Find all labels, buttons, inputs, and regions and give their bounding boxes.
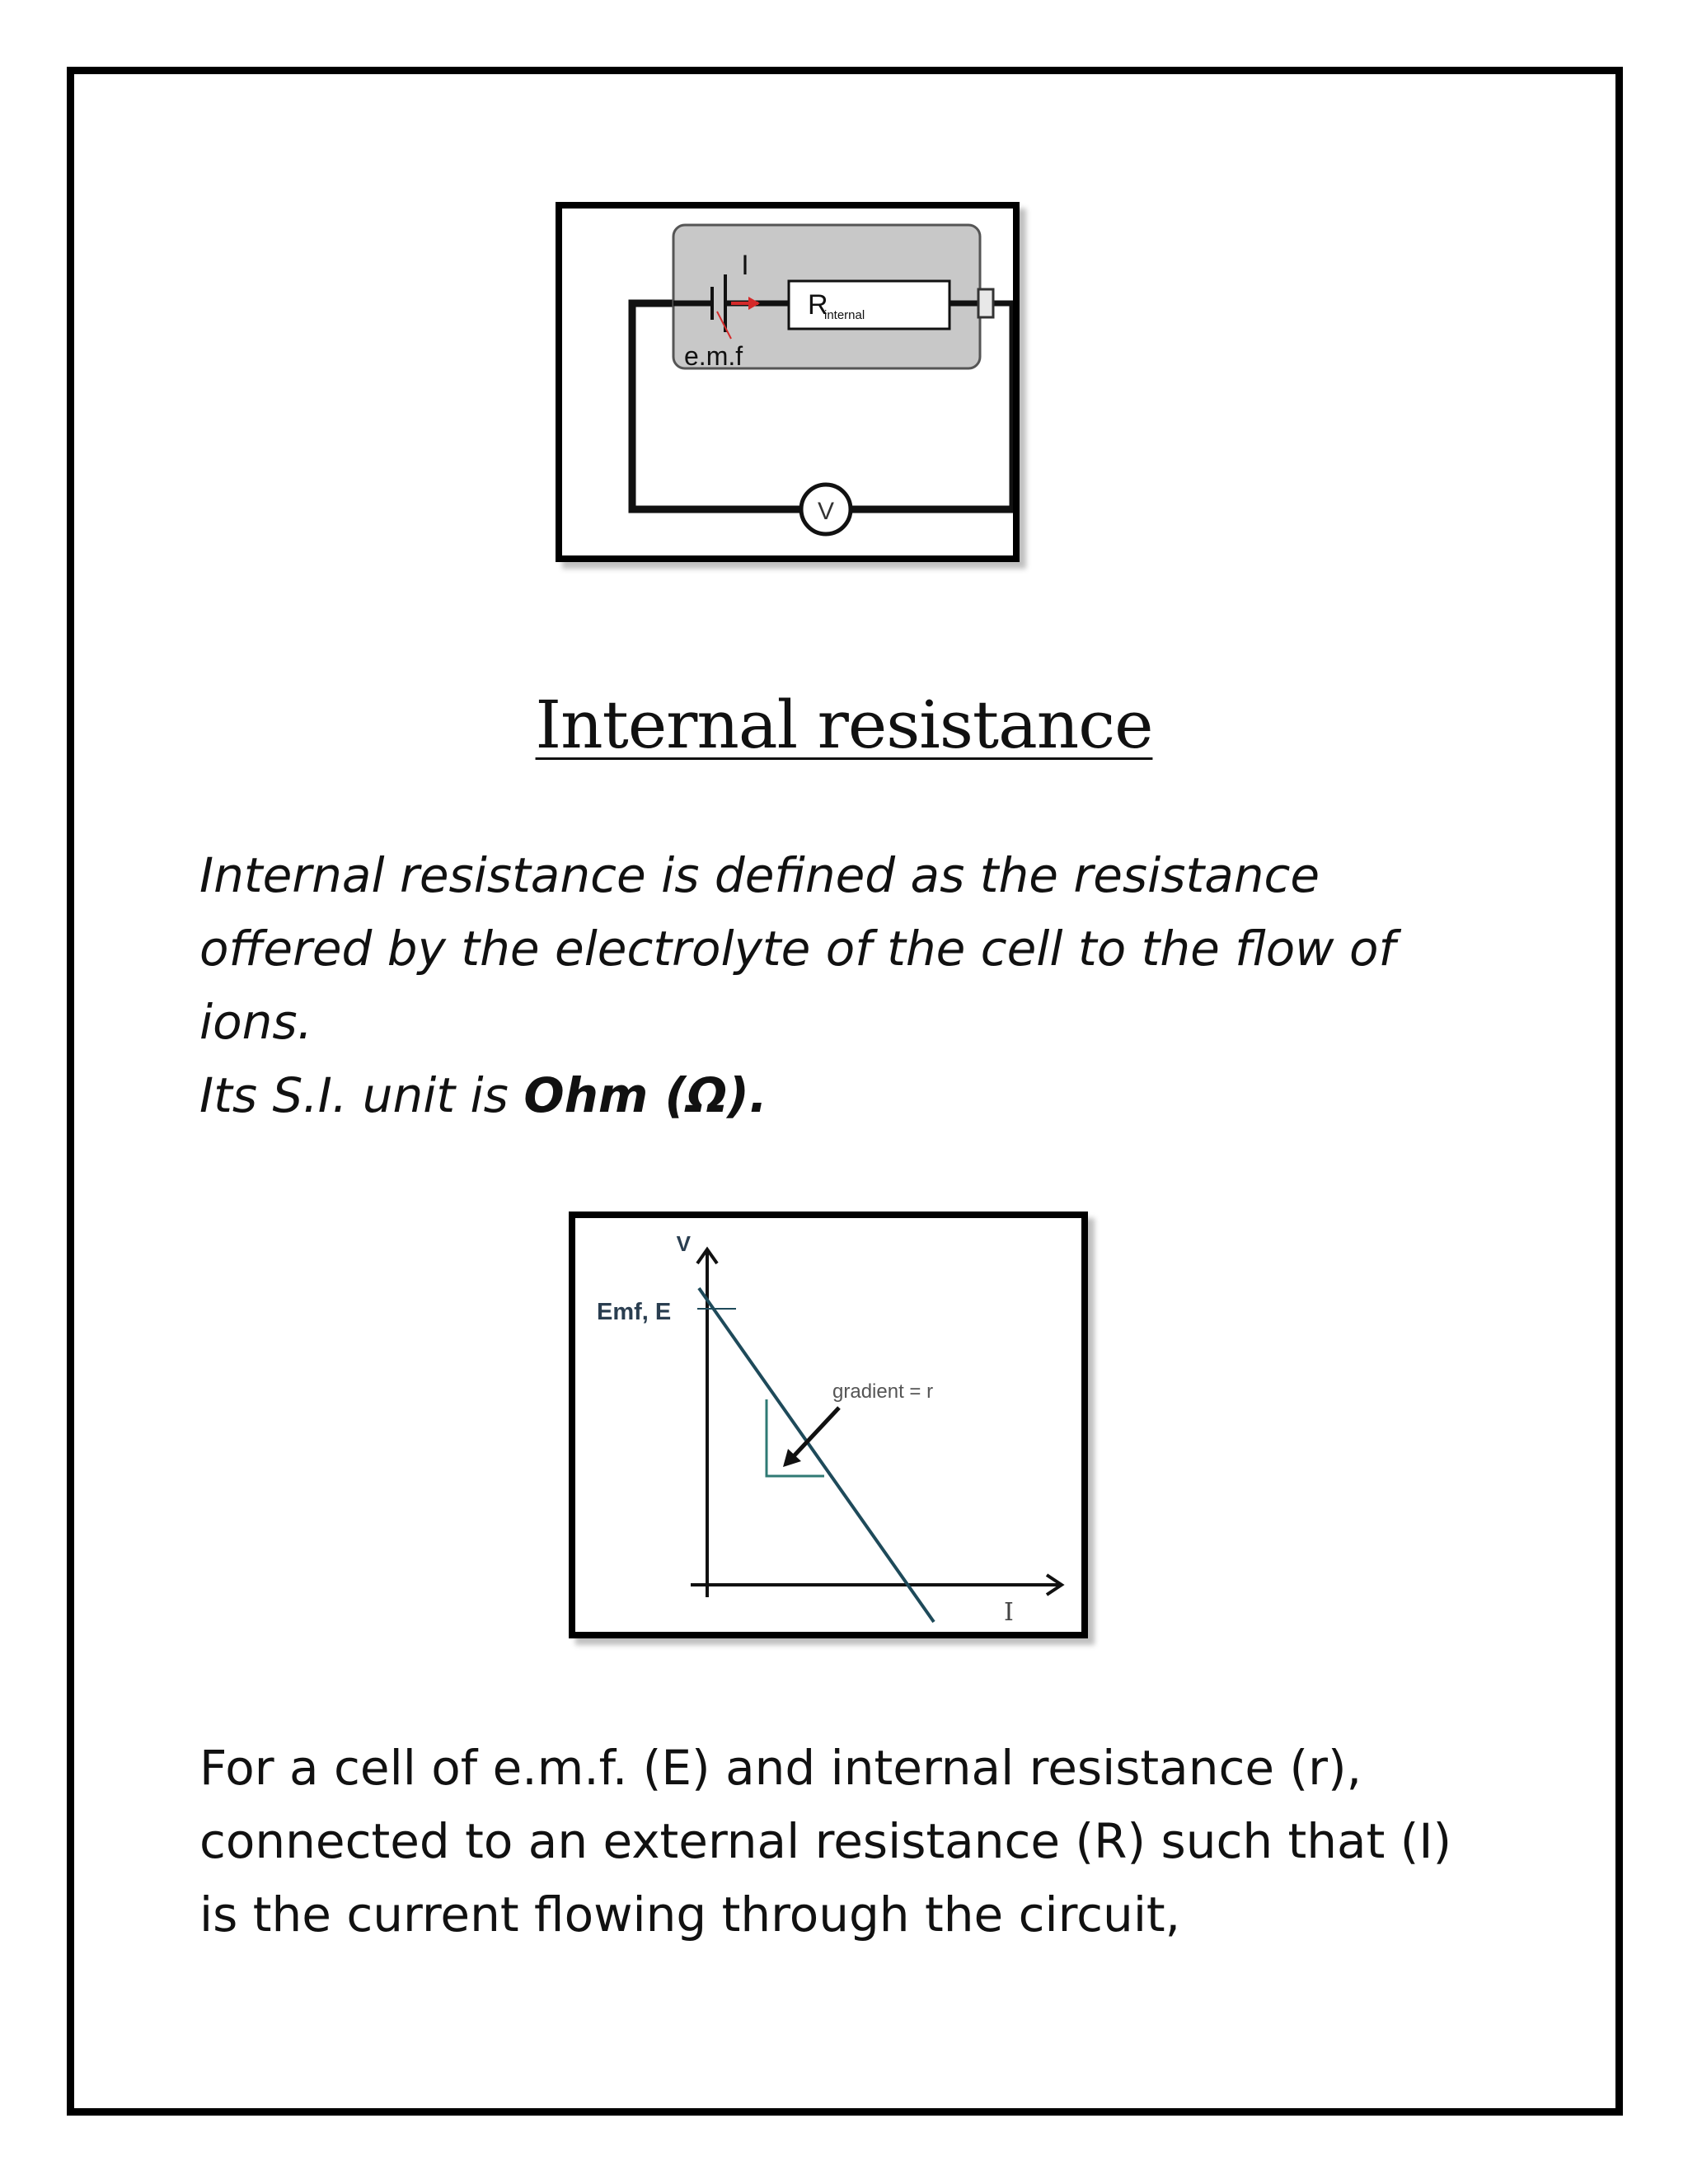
circuit-diagram: I R internal e.m.f V	[556, 202, 1020, 562]
section-title: Internal resistance	[0, 684, 1688, 766]
si-unit-suffix: .	[748, 1067, 767, 1123]
wire-left	[628, 299, 801, 513]
page-border	[67, 67, 1623, 2116]
si-unit-line: Its S.I. unit is Ohm (Ω).	[199, 1059, 1535, 1132]
y-axis-label: V	[677, 1231, 692, 1256]
current-label: I	[741, 250, 748, 281]
section-title-text: Internal resistance	[535, 687, 1154, 763]
si-unit-prefix: Its S.I. unit is	[199, 1067, 524, 1123]
emf-label: e.m.f	[684, 341, 743, 371]
x-axis-label: I	[1004, 1598, 1014, 1627]
definition-line-1: Internal resistance is defined as the re…	[199, 847, 1320, 903]
vi-line	[697, 1286, 935, 1624]
voltage-current-graph: V Emf, E gradient = r I	[569, 1212, 1088, 1638]
resistor-label-sub: internal	[824, 308, 865, 322]
cell-terminal	[977, 288, 995, 319]
si-unit-value: Ohm (Ω)	[523, 1067, 749, 1123]
definition-line-2: offered by the electrolyte of the cell t…	[199, 921, 1395, 977]
emf-pointer	[716, 311, 732, 340]
emf-intercept-label: Emf, E	[597, 1299, 671, 1325]
gradient-pointer	[790, 1406, 841, 1460]
y-axis-arrow	[696, 1246, 719, 1265]
gradient-label: gradient = r	[832, 1380, 933, 1403]
statement-paragraph: For a cell of e.m.f. (E) and internal re…	[199, 1732, 1551, 1952]
resistor-label-main: R	[808, 289, 828, 321]
statement-line-1: For a cell of e.m.f. (E) and internal re…	[199, 1740, 1362, 1796]
statement-line-2: connected to an external resistance (R) …	[199, 1813, 1452, 1869]
current-arrow-head	[748, 297, 760, 310]
voltmeter-label: V	[818, 498, 834, 525]
gradient-triangle	[765, 1399, 824, 1478]
gradient-pointer-head	[783, 1449, 801, 1467]
internal-resistor	[787, 279, 951, 330]
definition-line-3: ions.	[199, 994, 313, 1050]
x-axis-arrow	[1045, 1573, 1065, 1596]
statement-line-3: is the current flowing through the circu…	[199, 1886, 1181, 1943]
graph-svg: V Emf, E gradient = r I	[597, 1231, 1065, 1627]
voltmeter	[799, 482, 853, 537]
circuit-svg: I R internal e.m.f V	[628, 223, 1013, 537]
definition-paragraph: Internal resistance is defined as the re…	[199, 839, 1535, 1132]
